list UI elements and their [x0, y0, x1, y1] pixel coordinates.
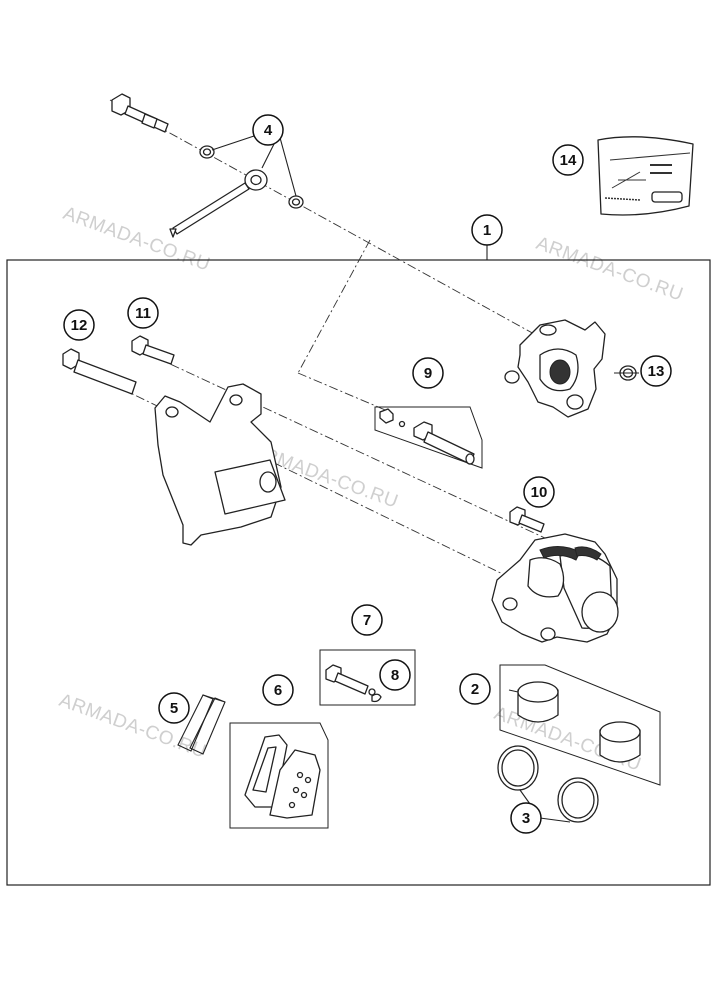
callout-9: 9: [412, 357, 444, 389]
callout-14: 14: [552, 144, 584, 176]
callout-6: 6: [262, 674, 294, 706]
pad-pin-kit-7-8: [319, 649, 416, 706]
svg-text:2: 2: [471, 681, 479, 698]
assembly-frame: [6, 259, 711, 886]
piston-seals-3: [497, 745, 599, 823]
caliper-upper-half: [504, 319, 606, 418]
svg-text:14: 14: [560, 152, 577, 169]
callout-13: 13: [640, 355, 672, 387]
callout-5: 5: [158, 692, 190, 724]
bolt-10: [509, 506, 545, 533]
callout-11: 11: [127, 297, 159, 329]
callout-8: 8: [379, 659, 411, 691]
callout-12: 12: [63, 309, 95, 341]
banjo-bolt-assembly: [111, 93, 304, 238]
callout-10: 10: [523, 476, 555, 508]
svg-text:8: 8: [391, 667, 399, 684]
watermark-top-right: ARMADA-CO.RU: [533, 233, 686, 306]
callout-1: 1: [471, 214, 503, 246]
alignment-lines: [74, 99, 561, 581]
svg-text:12: 12: [71, 317, 88, 334]
svg-text:11: 11: [135, 305, 151, 322]
svg-text:9: 9: [424, 365, 432, 382]
callout-7: 7: [351, 604, 383, 636]
bolt-12: [62, 348, 137, 395]
brake-pads-6: [229, 722, 329, 829]
pistons-2: [499, 664, 661, 786]
svg-text:4: 4: [264, 122, 273, 139]
pad-spring-5: [177, 694, 226, 755]
brake-caliper-main: [491, 533, 619, 643]
svg-text:6: 6: [274, 682, 282, 699]
callout-3: 3: [510, 802, 542, 834]
svg-text:10: 10: [531, 484, 548, 501]
slide-pin-kit-9: [374, 406, 483, 469]
watermark-top-left: ARMADA-CO.RU: [60, 203, 213, 276]
svg-text:13: 13: [648, 363, 665, 380]
callout-4: 4: [252, 114, 284, 146]
svg-text:3: 3: [522, 810, 530, 827]
bolt-11: [131, 335, 175, 365]
svg-text:7: 7: [363, 612, 371, 629]
svg-text:5: 5: [170, 700, 178, 717]
caliper-bracket: [154, 383, 286, 546]
callout-2: 2: [459, 673, 491, 705]
callouts: 1 2 3 4 5 6 7 8 9 10 11 12 13 14: [63, 114, 672, 834]
svg-text:1: 1: [483, 222, 491, 239]
caliper-label-sticker: [597, 136, 694, 216]
